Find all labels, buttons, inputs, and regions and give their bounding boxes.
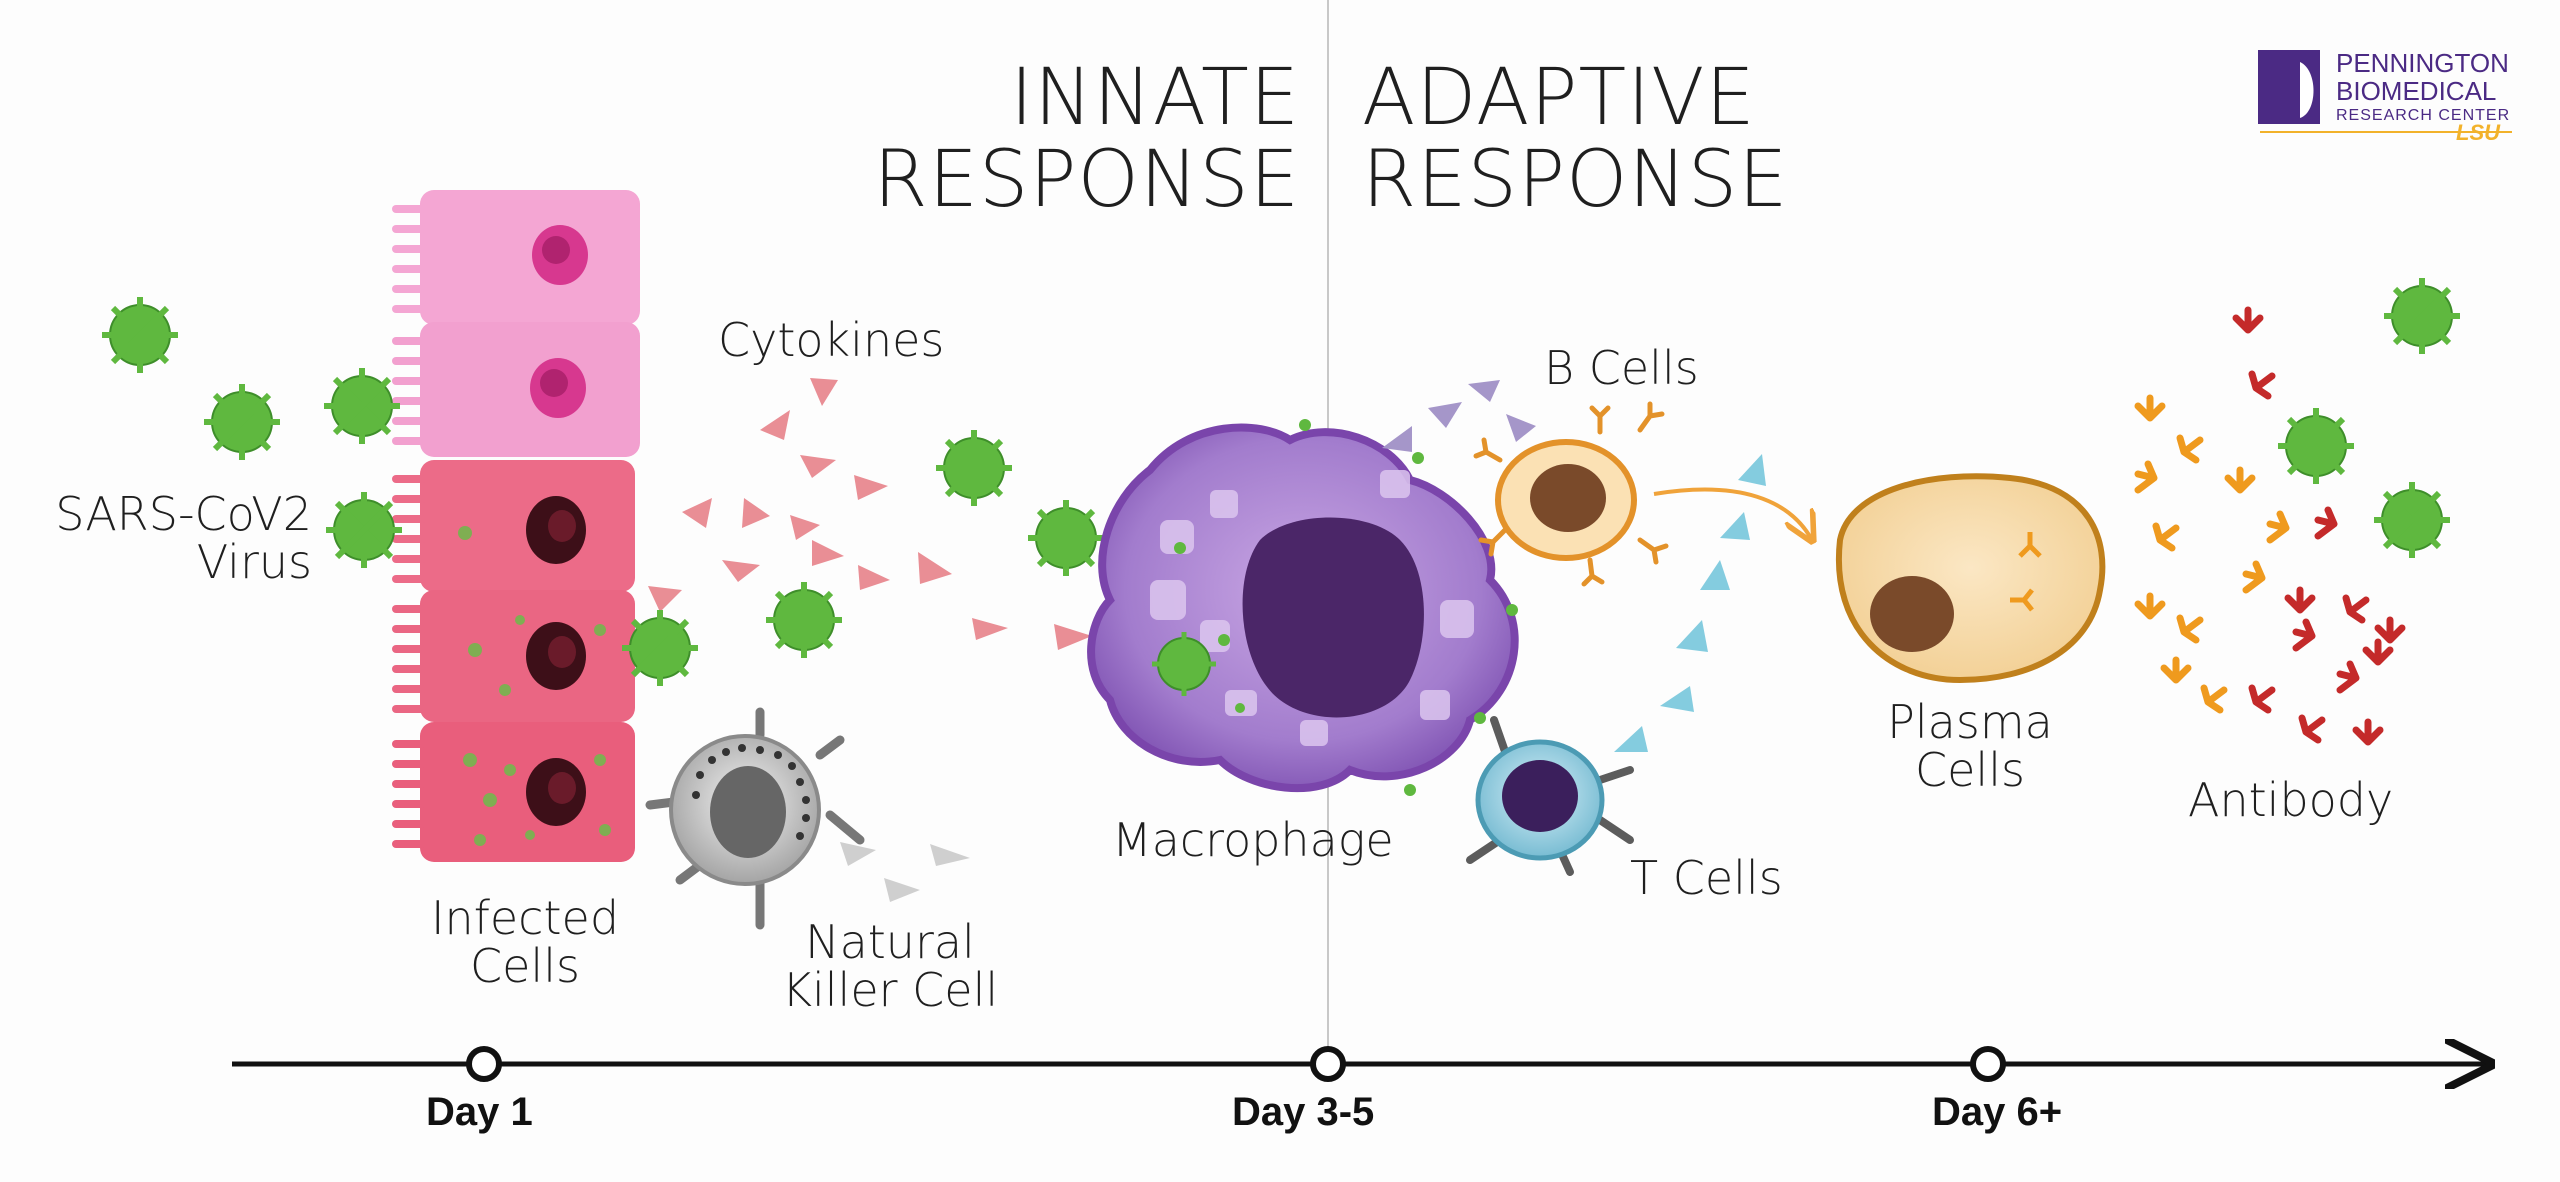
infected-cell-2 [392, 590, 635, 722]
innate-heading-line1: INNATE [1010, 53, 1300, 143]
timeline [232, 1049, 2490, 1079]
virus-10 [2278, 408, 2354, 484]
virus-label: SARS-CoV2 Virus [40, 490, 312, 587]
innate-response-heading: INNATE RESPONSE [860, 53, 1300, 225]
virus-1 [102, 297, 178, 373]
logo-line2: BIOMEDICAL [2336, 76, 2497, 106]
engulfed-virus [1152, 632, 1216, 696]
b-cell-signal-triangles [1382, 380, 1536, 452]
logo-line3: RESEARCH CENTER [2336, 107, 2511, 124]
nk-label-line1: Natural [805, 915, 975, 969]
day1-label: Day 1 [426, 1090, 533, 1134]
logo-lsu: LSU [2456, 120, 2500, 145]
healthy-cell-1 [392, 190, 640, 325]
b-cells-label: B Cells [1544, 341, 1699, 395]
day6-label: Day 6+ [1932, 1090, 2063, 1134]
infected-label-line1: Infected [430, 891, 620, 945]
infected-cell-3 [392, 722, 635, 862]
day3-label: Day 3-5 [1232, 1090, 1375, 1134]
antibodies [2134, 306, 2406, 746]
logo-line1: PENNINGTON [2336, 48, 2509, 78]
infected-cells-column [392, 190, 640, 862]
day3-marker [1310, 1046, 1346, 1082]
pennington-logo [2258, 50, 2512, 133]
plasma-cells-label: Plasma Cells [1860, 698, 2080, 795]
cytokine-triangles [648, 378, 1092, 650]
virus-8 [1028, 500, 1104, 576]
adaptive-heading-line2: RESPONSE [1362, 134, 1789, 225]
virus-label-line2: Virus [196, 535, 312, 590]
virus-2 [204, 384, 280, 460]
cytokines-label: Cytokines [718, 313, 945, 367]
b-to-plasma-arrow [1653, 487, 1812, 540]
infected-label-line2: Cells [470, 939, 580, 994]
virus-3 [324, 368, 400, 444]
t-cell [1466, 716, 1634, 876]
virus-6 [766, 582, 842, 658]
plasma-label-line1: Plasma [1887, 695, 2053, 749]
macrophage-cell [1087, 419, 1519, 796]
nk-granules [840, 842, 970, 902]
infected-cells-label: Infected Cells [400, 894, 650, 991]
day1-marker [466, 1046, 502, 1082]
virus-4 [326, 492, 402, 568]
macrophage-label: Macrophage [1112, 813, 1394, 867]
healthy-cell-2 [392, 322, 640, 457]
adaptive-response-heading: ADAPTIVE RESPONSE [1362, 53, 1789, 225]
virus-7 [936, 430, 1012, 506]
t-cell-signal-triangles [1614, 454, 1766, 752]
virus-particles [102, 278, 2460, 686]
t-cells-label: T Cells [1630, 851, 1783, 905]
b-cell [1473, 401, 1669, 587]
antibody-label: Antibody [2188, 773, 2394, 827]
natural-killer-cell [645, 707, 865, 930]
virus-11 [2374, 482, 2450, 558]
plasma-label-line2: Cells [1915, 743, 2025, 798]
virus-9 [2384, 278, 2460, 354]
virus-5 [622, 610, 698, 686]
nk-label-line2: Killer Cell [781, 963, 999, 1018]
day6-marker [1970, 1046, 2006, 1082]
adaptive-heading-line1: ADAPTIVE [1362, 53, 1756, 143]
virus-label-line1: SARS-CoV2 [55, 487, 312, 541]
infected-cell-1 [392, 460, 635, 592]
natural-killer-label: Natural Killer Cell [770, 918, 1010, 1015]
plasma-cell [1835, 473, 2106, 684]
innate-heading-line2: RESPONSE [873, 134, 1300, 225]
